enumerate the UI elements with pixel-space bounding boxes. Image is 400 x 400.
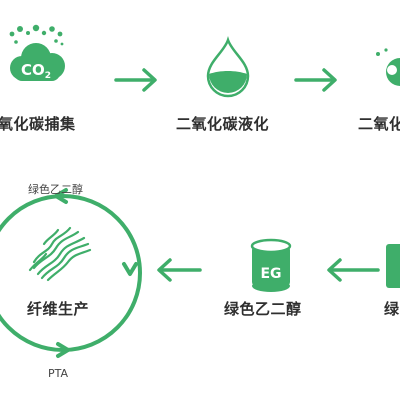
cycle-center-label: 纤维生产	[27, 300, 90, 318]
arrow-left-icon	[157, 258, 202, 282]
cycle-bottom-label: PTA	[48, 367, 69, 380]
liquid-drop-icon	[206, 36, 250, 98]
partial-right-icon	[386, 244, 400, 288]
eg-container-icon	[250, 238, 292, 292]
step-liquefy-label: 二氧化碳液化	[176, 115, 270, 133]
co2-icon-text: CO2	[21, 61, 51, 81]
cycle-ring	[0, 188, 142, 358]
arrow-right-icon-2	[294, 68, 337, 92]
step-next-label: 二氧化	[358, 115, 400, 133]
fiber-waves-icon	[28, 226, 92, 282]
arrow-right-icon	[114, 68, 157, 92]
step-eg-label: 绿色乙二醇	[224, 300, 302, 318]
step-partial-right-label: 绿	[384, 300, 400, 318]
cycle-top-label: 绿色乙二醇	[28, 183, 83, 196]
co2-cloud-icon	[9, 24, 65, 81]
partial-step-icon	[376, 48, 400, 86]
eg-icon-text: EG	[260, 266, 281, 282]
arrow-left-icon-2	[327, 258, 380, 282]
step-capture-label: 氧化碳捕集	[0, 115, 76, 133]
